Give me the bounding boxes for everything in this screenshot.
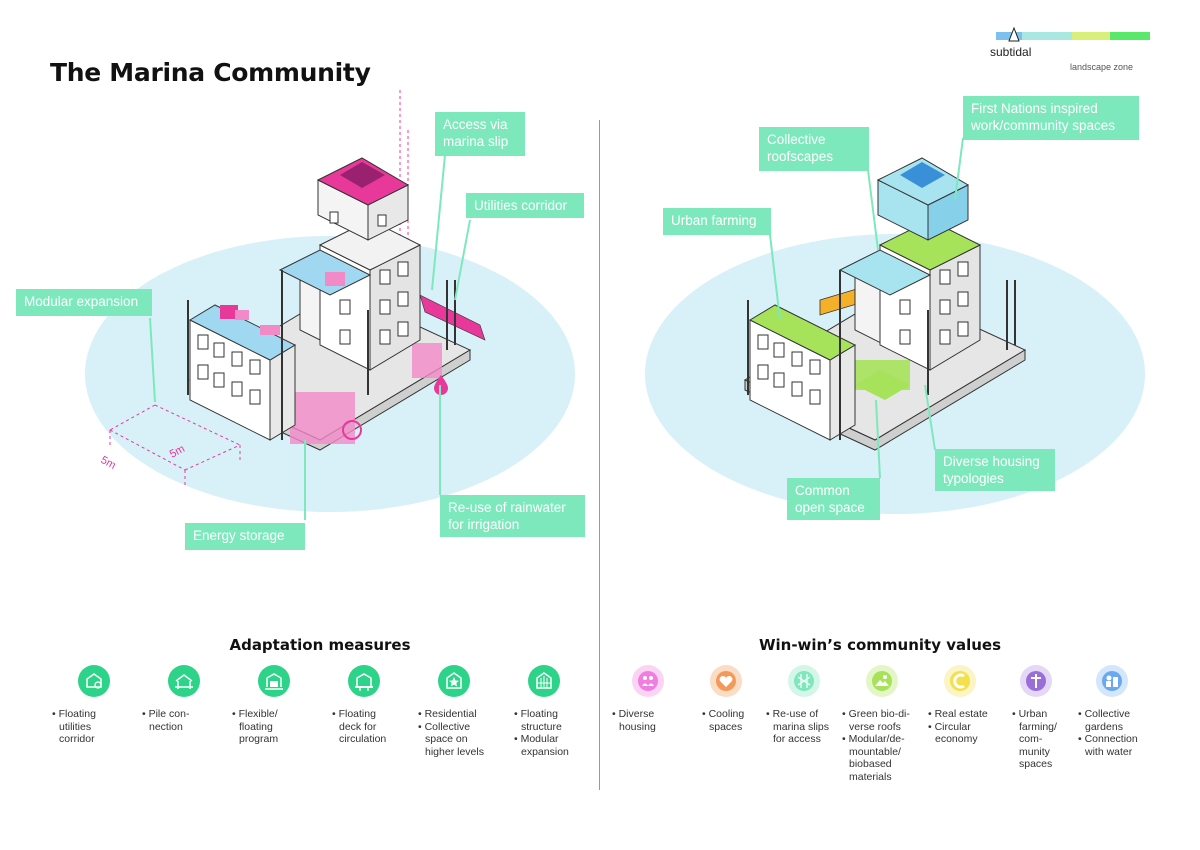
callout-diverse-line2: typologies (943, 471, 1004, 486)
flexible-program-icon (258, 665, 290, 697)
adaptation-measures-title: Adaptation measures (229, 636, 411, 654)
farming-icon (1020, 665, 1052, 697)
adaptation-caption-2: • Pile con-nection (142, 708, 190, 733)
callout-rainwater-line1: Re-use of rainwater (448, 500, 566, 515)
callout-diverse-housing: Diverse housing typologies (935, 449, 1055, 491)
callout-common-line1: Common (795, 483, 850, 498)
landscape-icon (866, 665, 898, 697)
people-icon (632, 665, 664, 697)
callout-access-line1: Access via (443, 117, 508, 132)
callout-roofscapes-line1: Collective (767, 132, 826, 147)
callout-modular-expansion: Modular expansion (16, 289, 152, 316)
callout-energy-storage: Energy storage (185, 523, 305, 550)
zone-bar-3 (1072, 32, 1110, 40)
residential-icon (438, 665, 470, 697)
callout-common-line2: open space (795, 500, 865, 515)
floating-utilities-icon (78, 665, 110, 697)
callout-rainwater-line2: for irrigation (448, 517, 520, 532)
callout-roofscapes-line2: roofscapes (767, 149, 834, 164)
circular-icon (944, 665, 976, 697)
heart-icon (710, 665, 742, 697)
callout-first-nations-line1: First Nations inspired (971, 101, 1098, 116)
zone-bar-4 (1110, 32, 1150, 40)
zone-label: subtidal (990, 45, 1032, 59)
gardens-icon (1096, 665, 1128, 697)
zone-bar-1 (996, 32, 1022, 40)
floating-deck-icon (348, 665, 380, 697)
floating-structure-icon (528, 665, 560, 697)
grid-icon (788, 665, 820, 697)
callout-utilities-corridor: Utilities corridor (466, 193, 584, 218)
center-divider (599, 120, 600, 790)
zone-marker-icon (1008, 27, 1020, 42)
callout-urban-farming: Urban farming (663, 208, 771, 235)
callout-first-nations-line2: work/community spaces (971, 118, 1116, 133)
callout-diverse-line1: Diverse housing (943, 454, 1040, 469)
left-building-illustration: 5m 5m (85, 90, 575, 520)
community-values-title: Win-win’s community values (758, 636, 1002, 654)
page-title: The Marina Community (50, 58, 371, 87)
right-building-illustration (645, 137, 1145, 514)
callout-first-nations: First Nations inspired work/community sp… (963, 96, 1139, 140)
community-caption-4: • Green bio-di-verse roofs• Modular/de-m… (842, 708, 910, 783)
callout-access-line2: marina slip (443, 134, 509, 149)
callout-collective-roofscapes: Collective roofscapes (759, 127, 869, 171)
pile-connection-icon (168, 665, 200, 697)
zone-bar-2 (1022, 32, 1072, 40)
zone-caption: landscape zone (1070, 62, 1134, 72)
callout-common-open-space: Common open space (787, 478, 880, 520)
callout-rainwater-reuse: Re-use of rainwater for irrigation (440, 495, 585, 537)
callout-access-marina-slip: Access via marina slip (435, 112, 525, 156)
